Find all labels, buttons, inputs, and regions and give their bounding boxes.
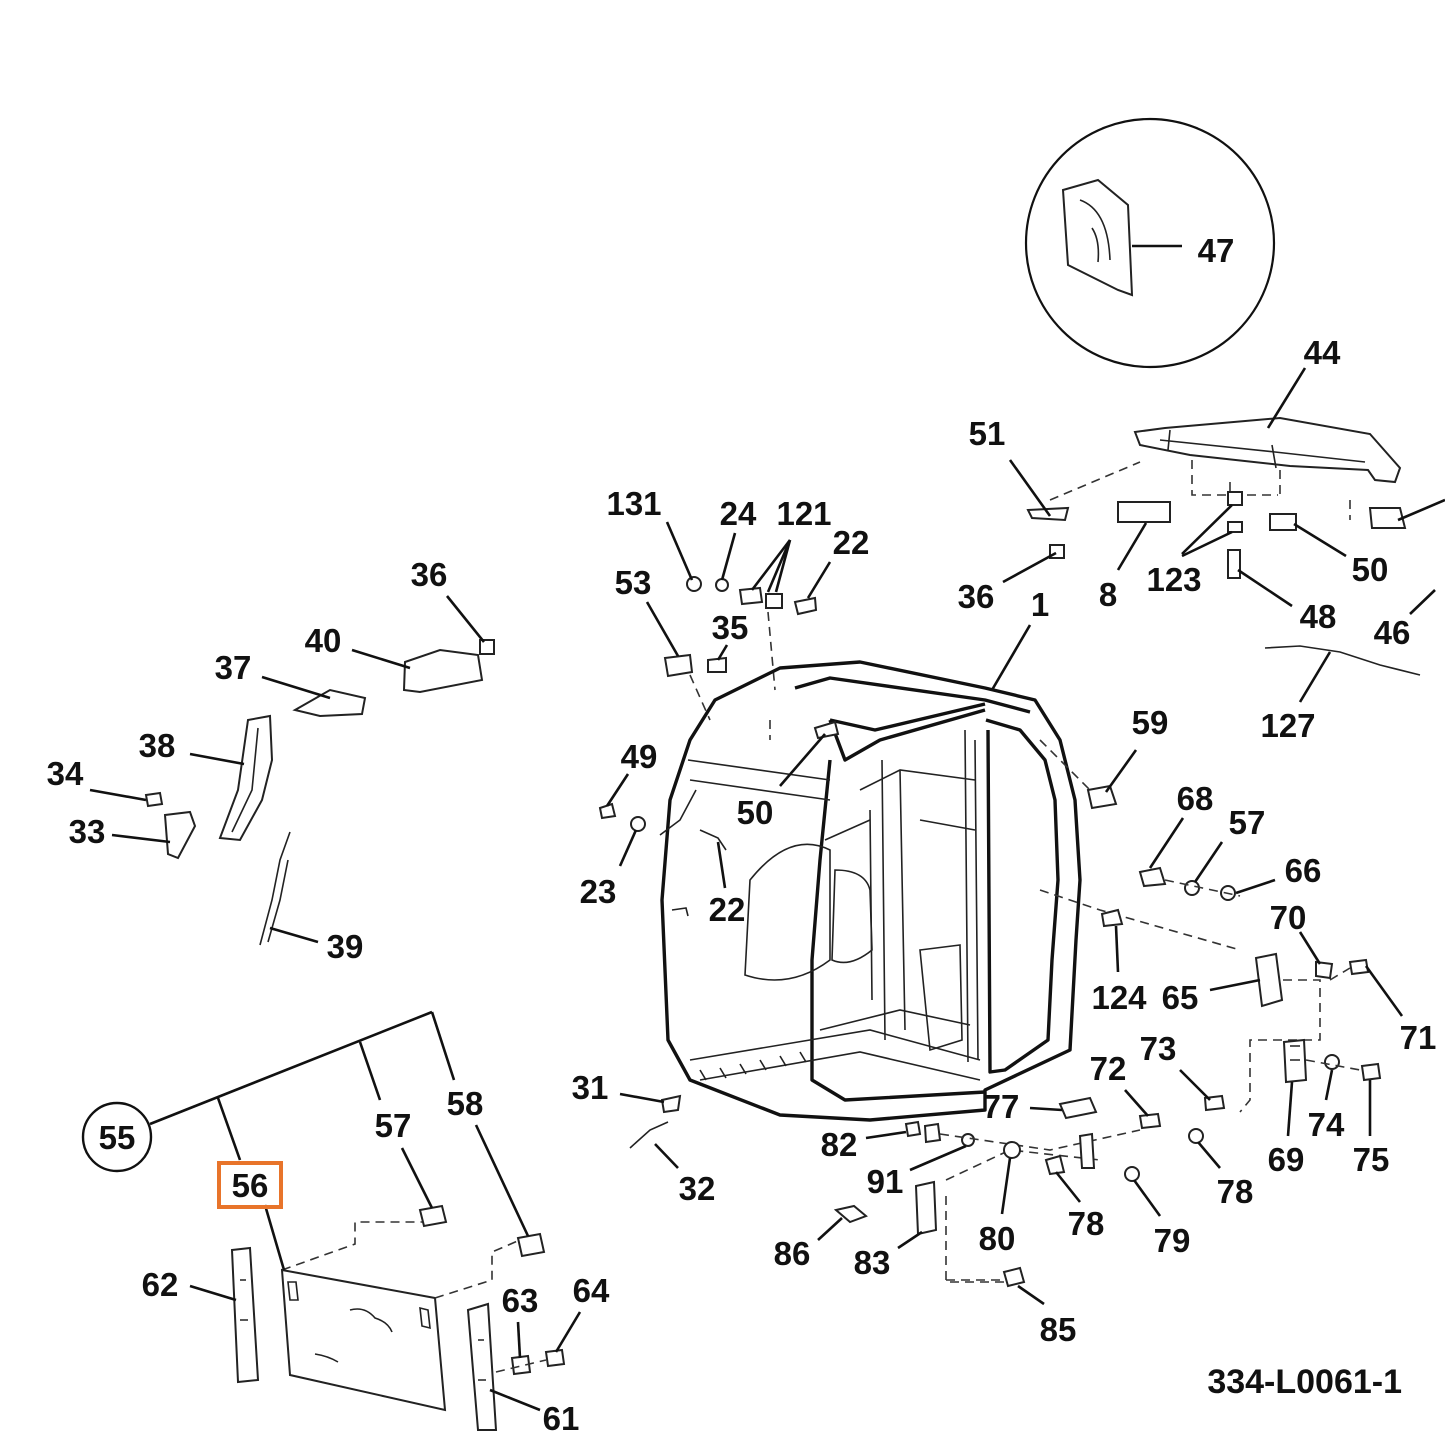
callout-47: 47 <box>1198 232 1235 269</box>
callout-121: 121 <box>776 495 831 532</box>
callout-58: 58 <box>447 1085 484 1122</box>
callout-44: 44 <box>1304 334 1341 371</box>
callout-65: 65 <box>1162 979 1199 1016</box>
callout-22a: 22 <box>833 524 870 561</box>
callout-74: 74 <box>1308 1106 1345 1143</box>
callout-124: 124 <box>1091 979 1147 1016</box>
callout-68: 68 <box>1177 780 1214 817</box>
callout-8: 8 <box>1099 576 1117 613</box>
top-centre-fittings <box>645 521 832 721</box>
callout-1: 1 <box>1031 586 1049 623</box>
callout-72: 72 <box>1090 1050 1127 1087</box>
callout-57b: 57 <box>375 1107 412 1144</box>
callout-77: 77 <box>983 1088 1020 1125</box>
right-side-fittings <box>1029 817 1404 1169</box>
callout-32: 32 <box>679 1170 716 1207</box>
callout-69: 69 <box>1268 1141 1305 1178</box>
callout-31: 31 <box>572 1069 609 1106</box>
callout-49: 49 <box>621 738 658 775</box>
callout-70: 70 <box>1270 899 1307 936</box>
callout-91: 91 <box>867 1163 904 1200</box>
callout-22b: 22 <box>709 891 746 928</box>
callout-57a: 57 <box>1229 804 1266 841</box>
callout-33: 33 <box>69 813 106 850</box>
callout-40: 40 <box>305 622 342 659</box>
callout-86: 86 <box>774 1235 811 1272</box>
callout-37: 37 <box>215 649 252 686</box>
callout-79: 79 <box>1154 1222 1191 1259</box>
lower-centre-fittings <box>817 1120 1162 1306</box>
callout-78b: 78 <box>1068 1205 1105 1242</box>
callout-55: 55 <box>99 1119 136 1156</box>
callout-53: 53 <box>615 564 652 601</box>
callout-24: 24 <box>720 495 757 532</box>
callout-38: 38 <box>139 727 176 764</box>
roof-cover-assembly <box>1002 367 1445 703</box>
callout-83: 83 <box>854 1244 891 1281</box>
callout-127: 127 <box>1260 707 1315 744</box>
left-side-fittings <box>89 595 495 946</box>
callout-50b: 50 <box>737 794 774 831</box>
callout-46: 46 <box>1374 614 1411 651</box>
callout-36b: 36 <box>958 578 995 615</box>
highlight-box-56 <box>217 1161 283 1209</box>
callout-51: 51 <box>969 415 1006 452</box>
callout-66: 66 <box>1285 852 1322 889</box>
callout-50a: 50 <box>1352 551 1389 588</box>
callout-82: 82 <box>821 1126 858 1163</box>
drawing-code: 334-L0061-1 <box>1207 1363 1402 1401</box>
callout-71: 71 <box>1400 1019 1437 1056</box>
callout-61: 61 <box>543 1400 580 1437</box>
cab-frame <box>598 624 1241 1169</box>
callout-48: 48 <box>1300 598 1337 635</box>
callout-131: 131 <box>606 485 661 522</box>
callout-75: 75 <box>1353 1141 1390 1178</box>
callout-63: 63 <box>502 1282 539 1319</box>
callout-123: 123 <box>1146 561 1201 598</box>
detail-view-47 <box>1024 117 1276 369</box>
callout-73: 73 <box>1140 1030 1177 1067</box>
callout-36a: 36 <box>411 556 448 593</box>
callout-64: 64 <box>573 1272 610 1309</box>
callout-34: 34 <box>47 755 84 792</box>
callout-56: 56 <box>232 1167 269 1204</box>
callout-80: 80 <box>979 1220 1016 1257</box>
callout-78a: 78 <box>1217 1173 1254 1210</box>
callout-59: 59 <box>1132 704 1169 741</box>
callout-62: 62 <box>142 1266 179 1303</box>
callout-35: 35 <box>712 609 749 646</box>
callout-23: 23 <box>580 873 617 910</box>
window-glass-assembly <box>81 1010 582 1431</box>
callout-39: 39 <box>327 928 364 965</box>
callout-85: 85 <box>1040 1311 1077 1348</box>
